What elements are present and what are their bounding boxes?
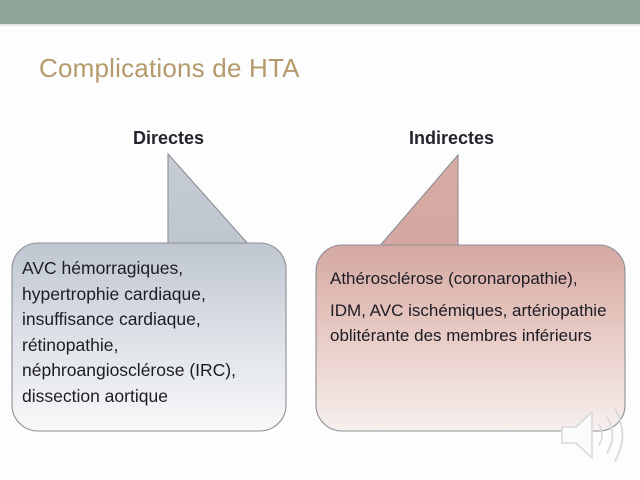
page-title: Complications de HTA bbox=[39, 53, 300, 83]
speaker-wave-medium bbox=[606, 416, 614, 454]
speaker-wave-small bbox=[598, 424, 603, 446]
callout-left-paragraph: AVC hémorragiques, hypertrophie cardiaqu… bbox=[22, 258, 236, 406]
branch-caption-indirectes: Indirectes bbox=[409, 128, 495, 148]
callout-left-tail bbox=[167, 152, 251, 246]
branch-caption-directes: Directes bbox=[133, 128, 205, 148]
callout-right-text: Athérosclérose (coronaropathie), IDM, AV… bbox=[330, 266, 615, 348]
callout-right-tail bbox=[376, 153, 459, 249]
callout-right[interactable] bbox=[315, 153, 626, 432]
callout-right-body bbox=[315, 244, 626, 432]
slide-top-banner-edge bbox=[0, 24, 640, 26]
speaker-body bbox=[561, 411, 593, 459]
callout-right-paragraph-2: IDM, AVC ischémiques, artériopathie obli… bbox=[330, 301, 607, 345]
slide-top-banner bbox=[0, 0, 640, 24]
callout-left[interactable] bbox=[11, 152, 287, 432]
callout-left-text: AVC hémorragiques, hypertrophie cardiaqu… bbox=[22, 256, 278, 409]
speaker-icon[interactable] bbox=[556, 404, 628, 466]
callout-left-body bbox=[11, 242, 287, 432]
speaker-wave-large bbox=[614, 408, 624, 462]
callout-right-paragraph-1: Athérosclérose (coronaropathie), bbox=[330, 269, 578, 288]
